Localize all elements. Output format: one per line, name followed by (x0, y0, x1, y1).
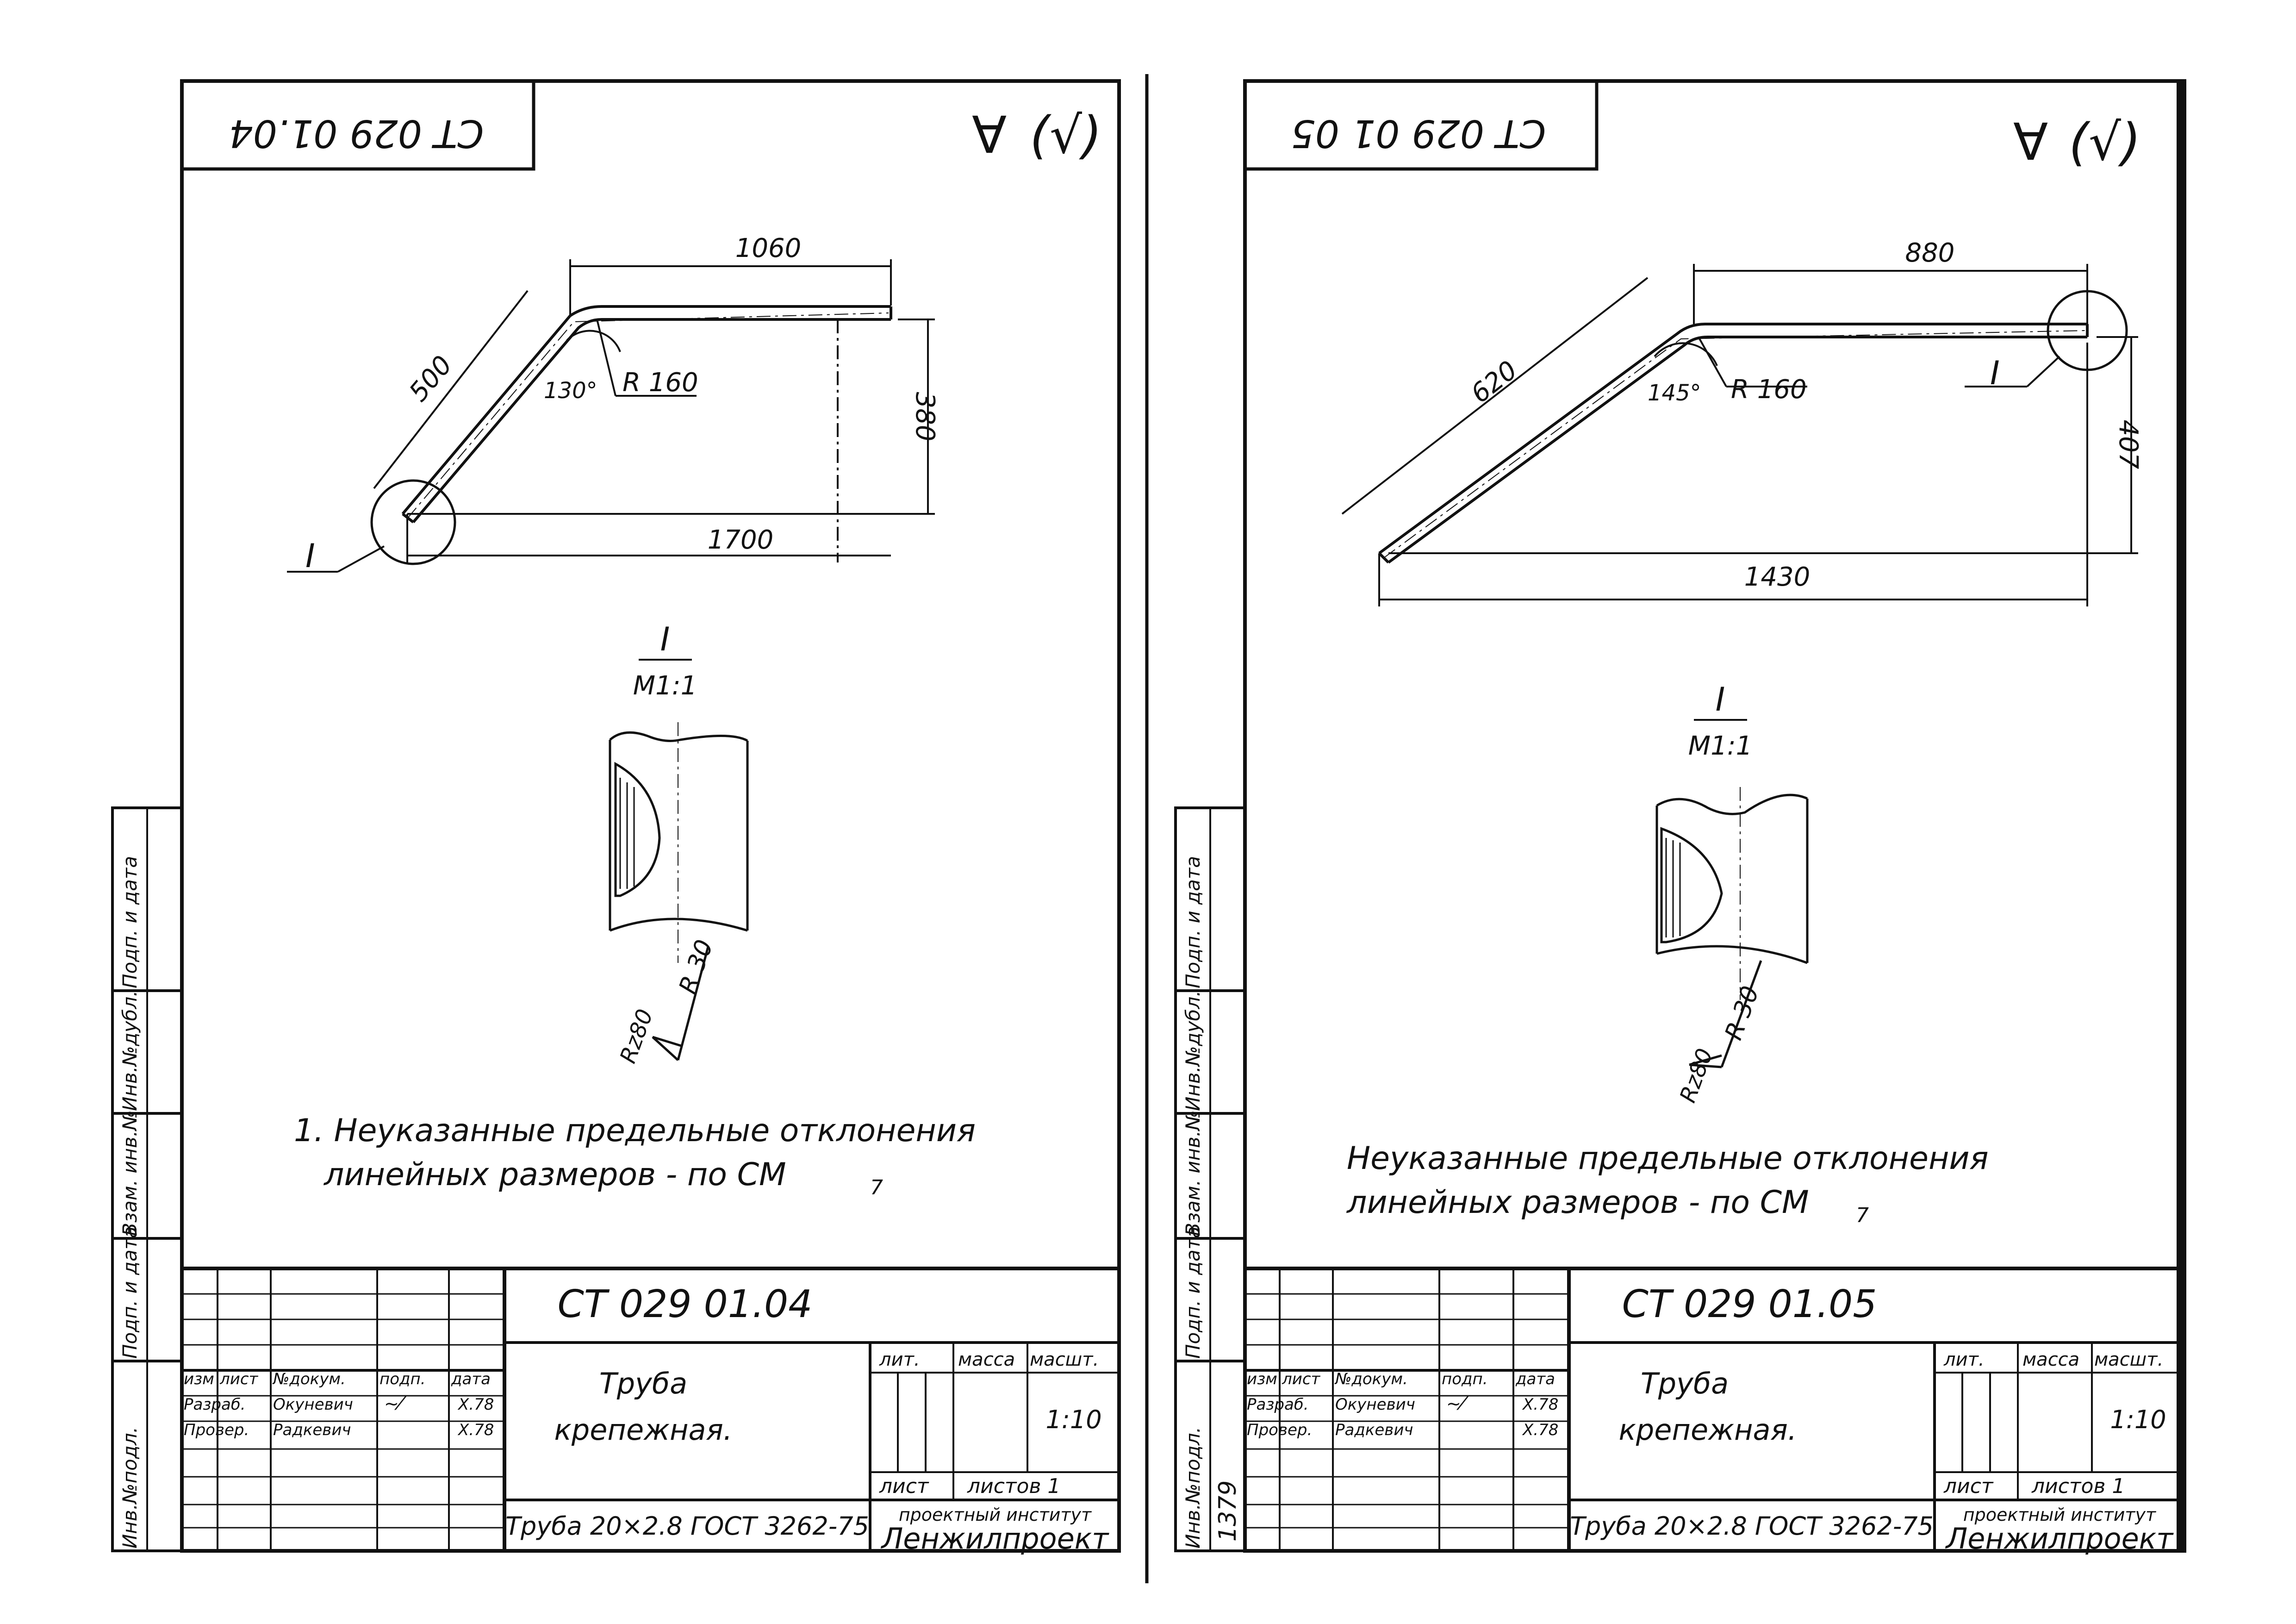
sheet-2-dim-straight: 880 (1905, 238, 1955, 268)
sheet-1-detail-label: I (660, 620, 670, 658)
sheet-2-dimensions (1341, 264, 2138, 606)
sheet-2-name-line2: крепежная. (1618, 1413, 1797, 1447)
sheet-2-h-lit: лит. (1943, 1349, 1985, 1370)
sheet-1-name1: Окуневич (273, 1395, 353, 1414)
sheet-1-roughness-check: ∀ (972, 106, 1007, 165)
sheet-2-note-line1: Неуказанные предельные отклонения (1347, 1140, 1989, 1177)
sheet-2-role2: Провер. (1247, 1421, 1312, 1439)
sheet-1-h-izm: изм (184, 1370, 214, 1388)
sheet-1-top-code-box (180, 79, 535, 171)
sheet-1-h-mass: масса (958, 1349, 1015, 1370)
sheet-1-roughness-mark: (√) (1030, 106, 1102, 165)
sheet-2-roughness-check: ∀ (2013, 112, 2048, 172)
sheet-2-h-mass: масса (2022, 1349, 2079, 1370)
sheet-1-note-sub: 7 (870, 1176, 883, 1199)
sheet-1-sheet-label: лист (879, 1474, 929, 1498)
sheet-2 (1174, 79, 2186, 1553)
sheet-2-pipe (1378, 323, 2089, 564)
sheet-2-date1: Х.78 (1522, 1395, 1558, 1414)
sheet-1-dim-straight: 1060 (735, 233, 802, 263)
sheet-1-h-lit: лит. (879, 1349, 920, 1370)
sheet-2-name1: Окуневич (1335, 1395, 1415, 1414)
sheet-2-side-label-1: Инв.№подл. (1182, 1427, 1204, 1549)
sheet-1-sheets-label: листов 1 (967, 1474, 1060, 1498)
sheet-1-detail-view (609, 659, 749, 1061)
sheet-1-dim-height: 380 (910, 392, 940, 442)
sheet-2-dim-radius: R 160 (1731, 375, 1807, 405)
sheet-1-role1: Разраб. (184, 1395, 246, 1414)
sheet-1-side-label-5: Подп. и дата (118, 856, 141, 988)
sheet-1-title-block (182, 1267, 1119, 1551)
sheet-2-side-label-4: Инв.№дубл. (1182, 990, 1204, 1111)
sheet-1-role2: Провер. (184, 1421, 249, 1439)
sheet-2-title-block (1245, 1267, 2184, 1551)
sheet-2-top-code-box (1243, 79, 1599, 171)
sheet-2-h-scale: масшт. (2094, 1349, 2163, 1370)
sheet-2-top-code: СТ 029 01 05 (1291, 111, 1546, 155)
sheet-1-dimensions (287, 259, 935, 573)
sheet-1-side-label-1: Инв.№подл. (118, 1427, 141, 1549)
sheet-2-h-izm: изм (1247, 1370, 1277, 1388)
sheet-1-dim-radius: R 160 (622, 368, 698, 398)
sheet-1-material: Труба 20×2.8 ГОСТ 3262-75 (505, 1512, 869, 1541)
sheet-1-h-doc: №докум. (272, 1370, 346, 1388)
sheet-2-name-line1: Труба (1641, 1367, 1729, 1400)
sheet-1-top-code: СТ 029 01.04 (229, 111, 484, 155)
sheet-2-dim-height: 407 (2113, 420, 2143, 469)
sheet-1-h-date: дата (451, 1370, 491, 1388)
sheet-1-note-line1: 1. Неуказанные предельные отклонения (294, 1112, 976, 1149)
sheet-2-texts: СТ 029 01 05 (√) ∀ 880 620 407 1430 145°… (1182, 111, 2174, 1555)
sheet-2-scale: 1:10 (2110, 1405, 2166, 1434)
sheet-2-h-doc: №докум. (1334, 1370, 1408, 1388)
sheet-2-material: Труба 20×2.8 ГОСТ 3262-75 (1570, 1512, 1934, 1541)
sheet-1-side-label-3: Взам. инв.№ (118, 1110, 141, 1236)
sheet-1-detail-scale: M1:1 (633, 671, 697, 701)
sheet-1-h-scale: масшт. (1030, 1349, 1099, 1370)
sheet-2-dim-total: 1430 (1744, 562, 1811, 592)
sheet-1-org1: проектный институт (899, 1505, 1092, 1525)
sheet-2-dim-angle: 145° (1648, 380, 1701, 406)
sheet-1-name-line1: Труба (599, 1367, 687, 1400)
sheet-2-note-sub: 7 (1856, 1204, 1869, 1227)
sheet-1-scale: 1:10 (1045, 1405, 1101, 1434)
sheet-2-h-date: дата (1515, 1370, 1555, 1388)
sheet-2-note-line2: линейных размеров - по СМ (1346, 1184, 1809, 1221)
sheet-1-h-sign: подп. (380, 1370, 426, 1388)
sheet-2-side-label-5: Подп. и дата (1182, 856, 1204, 988)
sheet-2-side-label-3: Взам. инв.№ (1182, 1110, 1204, 1236)
sheet-2-org2: Ленжилпроект (1945, 1522, 2174, 1555)
sheet-1-org2: Ленжилпроект (881, 1522, 1109, 1555)
sheet-1-dim-angle: 130° (544, 378, 597, 404)
sheet-2-detail-label: I (1716, 681, 1725, 718)
sheet-1-date1: Х.78 (457, 1395, 494, 1414)
sheet-2-date2: Х.78 (1522, 1421, 1558, 1439)
sheet-1-note-line2: линейных размеров - по СМ (323, 1156, 786, 1193)
sheet-2-h-list: лист (1282, 1370, 1321, 1388)
sheet-2-roughness-mark: (√) (2069, 112, 2141, 172)
sheet-2-archive-number: 1379 (1214, 1480, 1242, 1542)
sheet-2-callout: I (1990, 354, 2000, 392)
sheet-2-name2: Радкевич (1335, 1421, 1413, 1439)
sheet-2-sheet-label: лист (1943, 1474, 1994, 1498)
sheet-2-org1: проектный институт (1963, 1505, 2157, 1525)
sheet-1-name2: Радкевич (273, 1421, 351, 1439)
sheet-2-role1: Разраб. (1247, 1395, 1309, 1414)
sheet-1-callout: I (305, 537, 315, 575)
sheet-2-detail-view (1655, 719, 1809, 1068)
sheet-1-texts: СТ 029 01.04 (√) ∀ 1060 500 380 1700 130… (118, 106, 1109, 1555)
sheet-1-designation: СТ 029 01.04 (558, 1282, 813, 1326)
sheet-2-side-label-2: Подп. и дата (1182, 1226, 1204, 1359)
sheet-1 (111, 79, 1121, 1553)
sheet-1-side-label-4: Инв.№дубл. (118, 990, 141, 1111)
sheet-2-designation: СТ 029 01.05 (1622, 1282, 1877, 1326)
sheet-2-detail-scale: M1:1 (1688, 731, 1752, 761)
sheet-1-date2: Х.78 (457, 1421, 494, 1439)
sheet-1-h-list: лист (219, 1370, 259, 1388)
sheet-1-dim-total: 1700 (708, 525, 774, 555)
sheet-1-name-line2: крепежная. (554, 1413, 732, 1447)
sheet-2-sheets-label: листов 1 (2031, 1474, 2125, 1498)
sheet-1-side-label-2: Подп. и дата (118, 1226, 141, 1359)
sheet-2-h-sign: подп. (1442, 1370, 1488, 1388)
